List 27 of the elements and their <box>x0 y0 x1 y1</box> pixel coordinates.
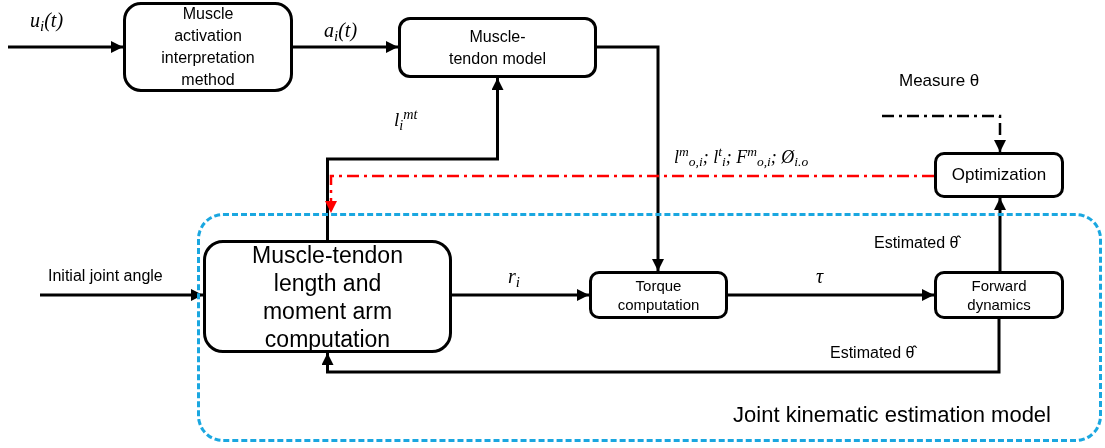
edge-label: l$^{m}$$_{o,i}$; l$^{t}$$_{i}$; F$^{m}$$_{o,i}$; Ø$_{i.o}$ <box>672 146 811 169</box>
arrow <box>728 289 934 301</box>
process-box <box>934 152 1064 198</box>
box-label: Forward dynamics <box>967 276 1031 314</box>
arrow <box>452 289 589 301</box>
edge-label: Initial joint angle <box>46 266 165 286</box>
process-box <box>123 2 293 92</box>
arrow <box>293 41 398 53</box>
box-label: Optimization <box>951 164 1047 187</box>
arrow <box>40 289 203 301</box>
group-title: Joint kinematic estimation model <box>733 401 1051 429</box>
arrow <box>321 319 1001 374</box>
arrow <box>325 174 934 213</box>
process-box <box>203 240 452 353</box>
dashed-group-frame <box>197 213 1102 442</box>
arrow <box>8 41 123 53</box>
arrow <box>994 198 1006 271</box>
arrow <box>326 78 504 240</box>
box-label: Muscle-tendon length and moment arm computation <box>251 240 404 353</box>
process-box <box>398 17 597 78</box>
arrow <box>882 114 1006 152</box>
box-label: Torque computation <box>617 276 700 314</box>
arrow <box>597 45 664 271</box>
box-label: Muscle-tendon model <box>449 26 546 69</box>
process-box <box>589 271 728 319</box>
box-label: Muscle activation interpretation method <box>161 4 255 90</box>
process-box <box>934 271 1064 319</box>
